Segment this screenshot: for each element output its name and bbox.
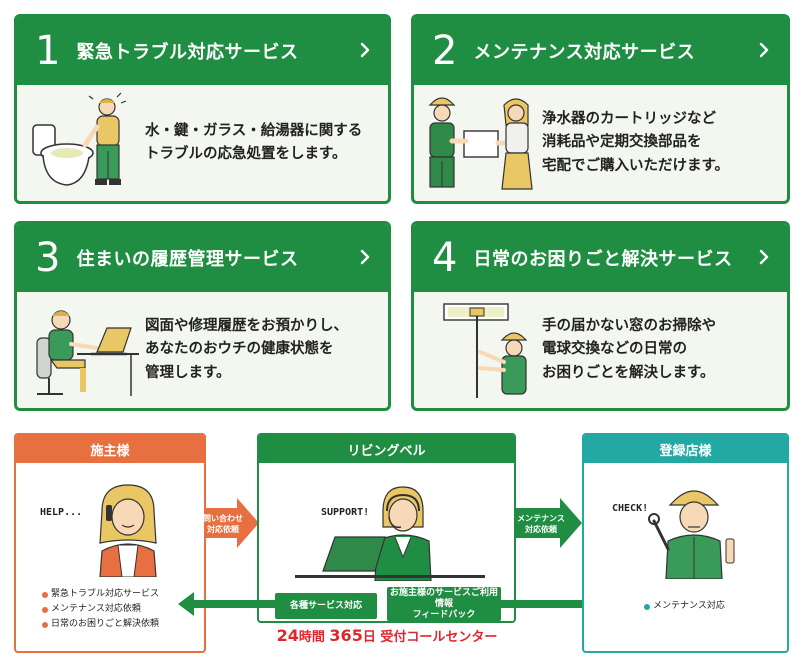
list-item: メンテナンス対応依頼 [42, 602, 159, 617]
service-title: 住まいの履歴管理サービス [76, 249, 299, 270]
list-item: 日常のお困りごと解決依頼 [42, 617, 159, 632]
list-item-label: メンテナンス対応 [653, 601, 725, 611]
hours-number: 24 [276, 626, 299, 645]
description-line: 手の届かない窓のお掃除や [542, 318, 716, 335]
operator-speech: SUPPORT! [321, 507, 370, 518]
shop-service-list: メンテナンス対応 [644, 599, 725, 614]
tag-label: フィードバック [412, 609, 476, 620]
inquiry-arrow-label: 問い合わせ 対応依頼 [202, 513, 244, 535]
call-center-operator-icon [322, 486, 432, 581]
registered-shop-panel: 登録店様 CHECK! メンテナンス対応 [582, 433, 789, 653]
maintenance-request-arrow-label: メンテナンス 対応依頼 [514, 513, 568, 535]
chevron-right-icon [360, 249, 370, 265]
days-unit: 日 [362, 630, 376, 645]
service-card-emergency[interactable]: 1 緊急トラブル対応サービス 水・鍵・ガラス・給湯器に関する トラブルの応急処置… [14, 14, 391, 204]
service-card-body: 手の届かない窓のお掃除や 電球交換などの日常の お困りごとを解決します。 [414, 292, 787, 408]
bullet-icon [644, 603, 650, 610]
livingbell-panel-title: リビングベル [259, 435, 514, 463]
description-line: あなたのおウチの健康状態を [145, 341, 334, 358]
service-title: メンテナンス対応サービス [473, 42, 696, 63]
service-title: 日常のお困りごと解決サービス [473, 249, 733, 270]
service-description: 図面や修理履歴をお預かりし、 あなたのおウチの健康状態を 管理します。 [145, 292, 380, 408]
service-card-body: 浄水器のカートリッジなど 消耗品や定期交換部品を 宅配でご購入いただけます。 [414, 85, 787, 201]
arrow-label-line: 対応依頼 [207, 525, 239, 534]
service-title: 緊急トラブル対応サービス [76, 42, 299, 63]
list-item-label: 日常のお困りごと解決依頼 [51, 619, 160, 629]
description-line: お困りごとを解決します。 [542, 364, 715, 381]
service-support-tag: 各種サービス対応 [275, 593, 377, 619]
livingbell-panel: リビングベル SUPPORT! 各種サービス対応 お施主様のサービスご利用情報 … [257, 433, 516, 623]
service-number: 3 [35, 235, 61, 281]
tag-label: お施主様のサービスご利用情報 [389, 587, 498, 609]
service-number: 4 [432, 235, 458, 281]
service-card-header: 4 日常のお困りごと解決サービス [414, 224, 787, 292]
bullet-icon [42, 606, 48, 613]
feedback-tag: お施主様のサービスご利用情報 フィードバック [387, 587, 501, 621]
service-description: 浄水器のカートリッジなど 消耗品や定期交換部品を 宅配でご購入いただけます。 [542, 85, 779, 201]
description-line: 水・鍵・ガラス・給湯器に関する [145, 122, 363, 139]
bullet-icon [42, 591, 48, 598]
service-card-maintenance[interactable]: 2 メンテナンス対応サービス 浄水器のカートリッジなど 消耗品や定期交換部品を … [411, 14, 790, 204]
service-description: 手の届かない窓のお掃除や 電球交換などの日常の お困りごとを解決します。 [542, 292, 779, 408]
owner-panel-title: 施主様 [16, 435, 204, 463]
description-line: 宅配でご購入いただけます。 [542, 157, 730, 174]
call-center-label: 受付コールセンター [380, 630, 498, 645]
tag-label: 各種サービス対応 [289, 600, 362, 611]
window-cleaning-icon [443, 303, 528, 398]
owner-speech: HELP... [40, 507, 83, 518]
description-line: 消耗品や定期交換部品を [542, 134, 702, 151]
service-number: 2 [432, 28, 458, 74]
feedback-right-arrow-icon [498, 592, 606, 616]
laptop-user-icon [36, 310, 139, 396]
service-number: 1 [35, 28, 61, 74]
description-line: トラブルの応急処置をします。 [145, 146, 347, 162]
service-left-arrow-icon [178, 592, 276, 616]
inquiry-arrow-icon [205, 498, 259, 548]
service-description: 水・鍵・ガラス・給湯器に関する トラブルの応急処置をします。 [145, 85, 380, 201]
description-line: 管理します。 [145, 364, 231, 381]
service-card-body: 図面や修理履歴をお預かりし、 あなたのおウチの健康状態を 管理します。 [17, 292, 388, 408]
list-item: 緊急トラブル対応サービス [42, 587, 159, 602]
bullet-icon [42, 621, 48, 628]
chevron-right-icon [759, 249, 769, 265]
desk-line [295, 575, 485, 578]
shop-panel-title: 登録店様 [584, 435, 787, 463]
arrow-label-line: 対応依頼 [525, 525, 557, 534]
arrow-label-line: メンテナンス [517, 514, 565, 523]
owner-service-list: 緊急トラブル対応サービス メンテナンス対応依頼 日常のお困りごと解決依頼 [42, 587, 159, 632]
repair-worker-icon [648, 490, 735, 579]
arrow-label-line: 問い合わせ [203, 514, 243, 523]
description-line: 電球交換などの日常の [542, 341, 687, 358]
list-item-label: 緊急トラブル対応サービス [51, 589, 160, 599]
owner-panel: 施主様 HELP... 緊急トラブル対応サービス メンテナンス対応依頼 日常のお… [14, 433, 206, 653]
list-item-label: メンテナンス対応依頼 [51, 604, 141, 614]
service-card-daily[interactable]: 4 日常のお困りごと解決サービス 手の届かない窓のお掃除や 電球交換などの日常の… [411, 221, 790, 411]
service-card-header: 2 メンテナンス対応サービス [414, 17, 787, 85]
service-card-header: 1 緊急トラブル対応サービス [17, 17, 388, 85]
description-line: 浄水器のカートリッジなど [542, 111, 716, 128]
service-card-body: 水・鍵・ガラス・給湯器に関する トラブルの応急処置をします。 [17, 85, 388, 201]
service-card-history[interactable]: 3 住まいの履歴管理サービス 図面や修理履歴をお預かりし、 あなたのおウチの健康… [14, 221, 391, 411]
worker-speech: CHECK! [612, 503, 649, 514]
toilet-trouble-icon [32, 92, 127, 186]
hours-unit: 時間 [298, 630, 325, 645]
chevron-right-icon [759, 42, 769, 58]
maintenance-request-arrow-icon [514, 498, 582, 548]
chevron-right-icon [360, 42, 370, 58]
description-line: 図面や修理履歴をお預かりし、 [145, 318, 348, 335]
service-card-header: 3 住まいの履歴管理サービス [17, 224, 388, 292]
days-number: 365 [329, 626, 363, 645]
woman-phone-icon [99, 484, 157, 577]
call-center-hours: 24時間 365日 受付コールセンター [262, 626, 512, 645]
delivery-icon [428, 97, 533, 190]
list-item: メンテナンス対応 [644, 599, 725, 614]
